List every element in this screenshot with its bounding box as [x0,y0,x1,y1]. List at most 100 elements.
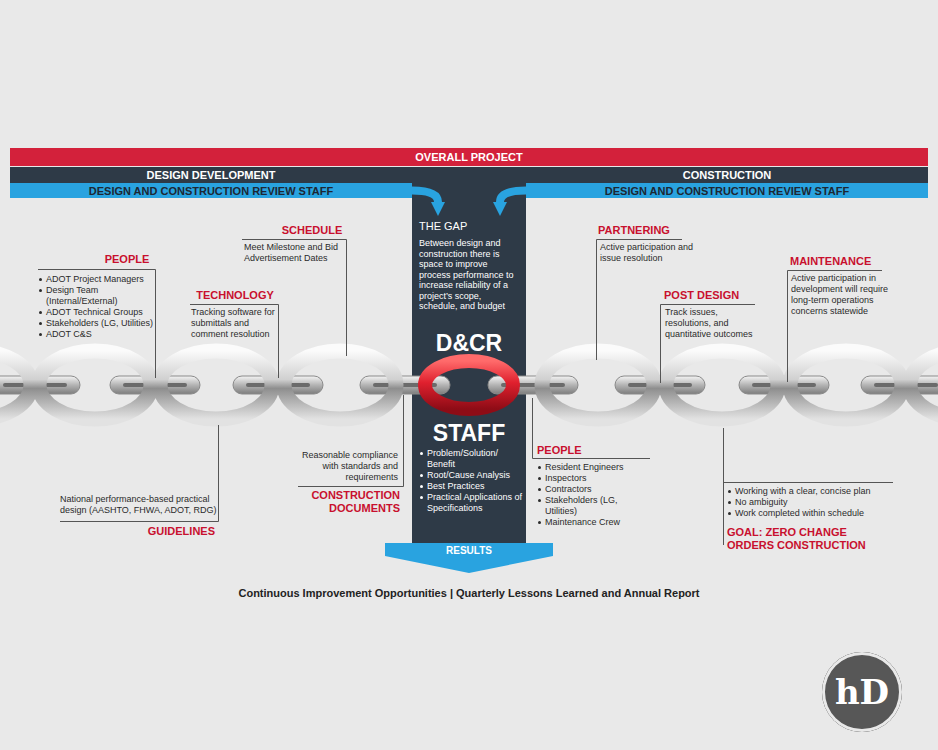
bullet-item: Work completed within schedule [727,508,897,519]
bullet-item: Stakeholders (LG, Utilities) [38,318,156,329]
bullet-dot [538,488,541,491]
logo-circle: hD [822,652,902,732]
staff-band: DESIGN AND CONSTRUCTION REVIEW STAFF [526,183,928,198]
bullet-dot [420,452,423,455]
bullet-item: ADOT Technical Groups [38,307,156,318]
bullet-dot [39,311,42,314]
results-arrow-text: RESULTS [385,543,553,559]
arrow-fill [385,543,553,573]
bullet-item: ADOT C&S [38,329,156,340]
bullet-item: Stakeholders (LG, Utilities) [537,495,652,517]
bullet-item: Working with a clear, concise plan [727,486,897,497]
bullet-dot [538,466,541,469]
callout-heading: TECHNOLOGY [190,289,280,302]
callout-text: National performance-based practical des… [60,494,220,516]
callout-bullet: Resident Engineers [545,462,652,473]
callout-heading: PARTNERING [598,224,683,237]
bullet-dot [39,333,42,336]
bullet-item: Root/Cause Analysis [419,470,523,481]
bullet-text: Problem/Solution/ Benefit [427,448,523,470]
red-link [425,361,513,409]
callout-heading: POST DESIGN [664,289,756,302]
callout-text: Meet Milestone and Bid Advertisement Dat… [244,242,344,264]
callout-bullet: Contractors [545,484,652,495]
bullet-item: Inspectors [537,473,652,484]
bullet-dot [728,501,731,504]
bullet-dot [728,512,731,515]
callout-heading: PEOPLE [537,444,607,457]
bullet-dot [420,485,423,488]
results-arrow: RESULTS [385,543,553,573]
bullet-item: Contractors [537,484,652,495]
bullet-dot [538,477,541,480]
bullet-item: No ambiguity [727,497,897,508]
callout-bullet: Stakeholders (LG, Utilities) [545,495,652,517]
callout-text: Active participation in development will… [791,273,896,317]
callout-bullet: Inspectors [545,473,652,484]
bullet-item: Practical Applications of Specifications [419,492,523,514]
callout-bullet: Work completed within schedule [735,508,897,519]
callout-list: Resident EngineersInspectorsContractorsS… [537,462,652,528]
callout-bullet: Working with a clear, concise plan [735,486,897,497]
bullet-item: Resident Engineers [537,462,652,473]
bullet-dot [39,322,42,325]
gap-heading: THE GAP [419,220,521,233]
bullet-text: Best Practices [427,481,523,492]
phase-band: CONSTRUCTION [526,167,928,183]
phase-band: DESIGN DEVELOPMENT [10,167,412,183]
gap-title: STAFF [412,420,526,446]
bullet-item: Best Practices [419,481,523,492]
gap-title: D&CR [412,330,526,356]
title-band: OVERALL PROJECT [10,148,928,166]
callout-heading: SCHEDULE [278,224,346,237]
bullet-list: Problem/Solution/ BenefitRoot/Cause Anal… [419,448,523,514]
callout-text: Reasonable compliance with standards and… [296,450,398,483]
phase-band-text: CONSTRUCTION [683,168,772,182]
callout-bullet: Maintenance Crew [545,517,652,528]
bullet-dot [728,490,731,493]
bullet-item: Design Team (Internal/External) [38,285,156,307]
callout-heading: CONSTRUCTION DOCUMENTS [290,489,400,515]
chain-rings [0,351,938,419]
bullet-dot [538,521,541,524]
callout-text: Track issues, resolutions, and quantitat… [665,307,760,340]
callout-list: Working with a clear, concise planNo amb… [727,486,897,519]
caption: Continuous Improvement Opportunities | Q… [0,586,938,600]
title-band-text: OVERALL PROJECT [415,150,522,164]
staff-band: DESIGN AND CONSTRUCTION REVIEW STAFF [10,183,412,198]
callout-text: Tracking software for submittals and com… [191,307,283,340]
callout-bullet: Stakeholders (LG, Utilities) [46,318,156,329]
callout-heading: PEOPLE [96,253,158,266]
staff-band-text: DESIGN AND CONSTRUCTION REVIEW STAFF [89,184,333,198]
callout-bullet: ADOT Project Managers [46,274,156,285]
bullet-dot [538,499,541,502]
gap-arrow [500,191,526,203]
bullet-item: Maintenance Crew [537,517,652,528]
callout-text: Active participation and issue resolutio… [600,242,700,264]
bullet-dot [39,289,42,292]
staff-band-text: DESIGN AND CONSTRUCTION REVIEW STAFF [605,184,849,198]
callout-heading: GUIDELINES [120,525,215,538]
bullet-dot [39,278,42,281]
callout-bullet: ADOT Technical Groups [46,307,156,318]
callout-heading: MAINTENANCE [790,255,886,268]
callout-list: ADOT Project ManagersDesign Team (Intern… [38,274,156,340]
phase-band-text: DESIGN DEVELOPMENT [147,168,276,182]
gap-column [412,167,526,543]
bullet-dot [420,474,423,477]
callout-bullet: No ambiguity [735,497,897,508]
gap-body: Between design and construction there is… [419,238,521,312]
gap-arrow [412,191,438,203]
bullet-text: Practical Applications of Specifications [427,492,523,514]
callout-heading: GOAL: ZERO CHANGE ORDERS CONSTRUCTION [727,526,887,552]
callout-bullet: ADOT C&S [46,329,156,340]
bullet-item: ADOT Project Managers [38,274,156,285]
gap-column: THE GAP Between design and construction t… [412,216,526,542]
bullet-dot [420,496,423,499]
callout-bullet: Design Team (Internal/External) [46,285,156,307]
logo-circle-text: hD [835,672,889,712]
bullet-item: Problem/Solution/ Benefit [419,448,523,470]
